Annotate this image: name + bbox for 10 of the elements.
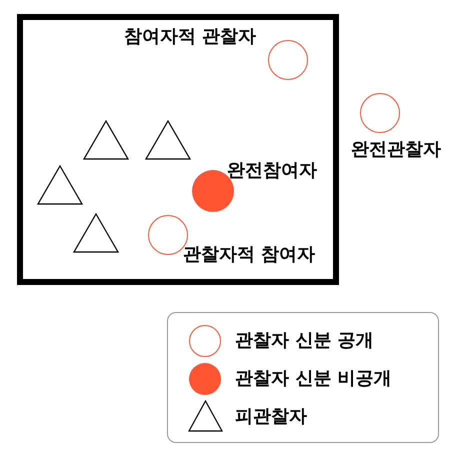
legend-label: 관찰자 신분 비공개: [235, 368, 392, 390]
legend-label: 피관찰자: [235, 406, 307, 428]
label: 참여자적 관찰자: [124, 26, 256, 48]
label: 완전참여자: [227, 160, 317, 182]
circle: [268, 40, 308, 80]
label: 완전관찰자: [351, 139, 441, 161]
circle: [360, 93, 400, 133]
label: 관찰자적 참여자: [182, 244, 316, 266]
frame-box: [17, 14, 339, 285]
legend-label: 관찰자 신분 공개: [235, 330, 374, 352]
